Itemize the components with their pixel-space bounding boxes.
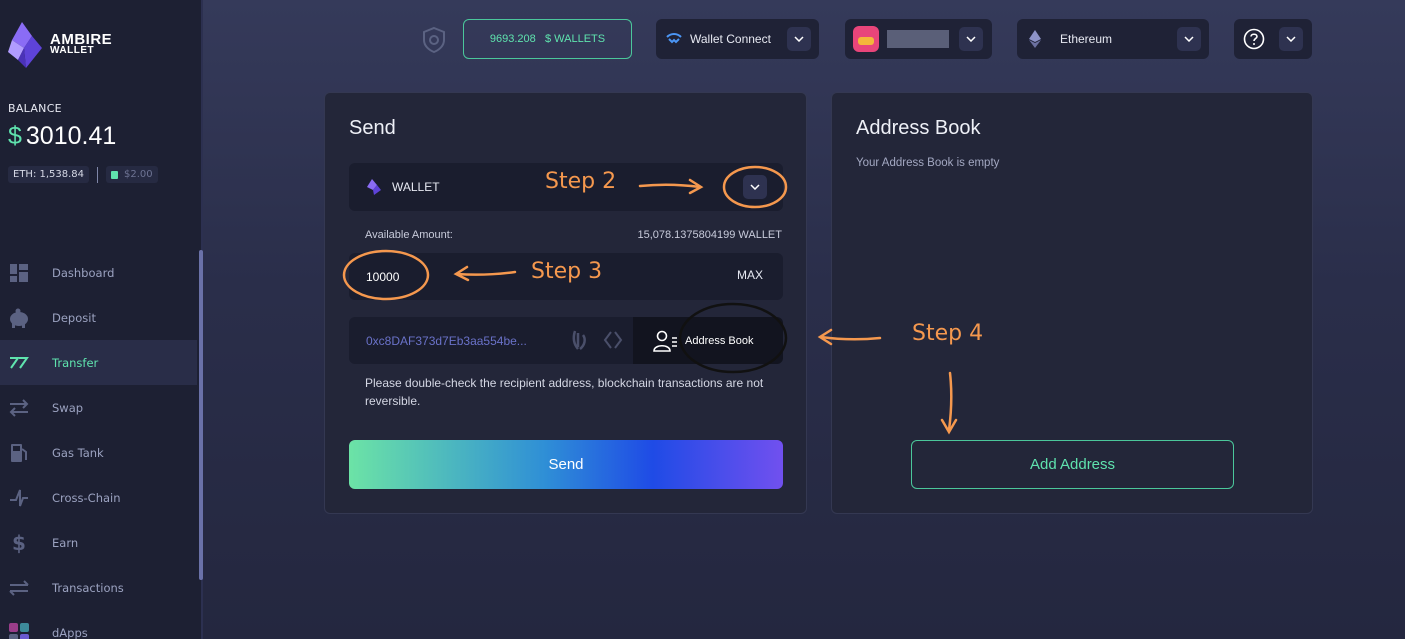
sidebar-item-label: Transfer (52, 355, 99, 370)
gas-tank-icon (111, 170, 119, 179)
send-title: Send (349, 117, 396, 139)
account-selector[interactable] (845, 19, 992, 59)
ambire-logo[interactable]: AMBIRE WALLET (8, 20, 112, 70)
wallet-connect-icon (666, 33, 682, 44)
available-amount-label: Available Amount: (365, 229, 453, 241)
step4-label: Step 4 (912, 321, 984, 346)
ens-icon[interactable] (569, 329, 589, 351)
chevron-down-icon[interactable] (1279, 27, 1303, 51)
dashboard-icon (8, 262, 30, 284)
sidebar-item-dashboard[interactable]: Dashboard (0, 250, 197, 295)
transfer-icon (8, 352, 30, 374)
logo-title: AMBIRE (50, 31, 113, 48)
help-icon (1243, 28, 1265, 50)
chip-divider (97, 166, 99, 183)
eth-balance-chip[interactable]: ETH: 1,538.84 (8, 166, 90, 183)
network-selector[interactable]: Ethereum (1017, 19, 1209, 59)
wallet-connect-dropdown[interactable]: Wallet Connect (656, 19, 819, 59)
sidebar-item-label: Deposit (52, 310, 96, 325)
account-address-redacted (887, 30, 949, 48)
balance-currency: $ (8, 122, 22, 150)
gas-tank-amount: $2.00 (124, 169, 153, 180)
sidebar-item-label: Transactions (52, 580, 124, 595)
step2-label: Step 2 (545, 169, 617, 194)
send-panel: Send WALLET Available Amount: 15,078.137… (324, 92, 807, 514)
max-button[interactable]: MAX (736, 268, 763, 282)
balance-label: BALANCE (8, 102, 62, 115)
token-select[interactable]: WALLET (349, 163, 783, 211)
dollar-icon: $ (12, 530, 26, 555)
chevron-down-icon[interactable] (787, 27, 811, 51)
account-avatar (853, 26, 879, 52)
address-book-button[interactable]: Address Book (633, 317, 783, 364)
chevron-down-icon[interactable] (1177, 27, 1201, 51)
dapps-icon (8, 622, 30, 639)
token-label: WALLET (392, 180, 440, 194)
swap-icon (8, 397, 30, 419)
recipient-address-value: 0xc8DAF373d7Eb3aa554be... (366, 333, 527, 348)
sidebar: AMBIRE WALLET BALANCE $3010.41 ETH: 1,53… (0, 0, 203, 639)
address-book-panel: Address Book Your Address Book is empty … (831, 92, 1313, 514)
logo-subtitle: WALLET (50, 45, 95, 56)
wallet-connect-label: Wallet Connect (690, 32, 771, 46)
sidebar-item-transactions[interactable]: Transactions (0, 565, 197, 610)
gas-tank-chip[interactable]: $2.00 (106, 166, 158, 183)
sidebar-item-gas-tank[interactable]: Gas Tank (0, 430, 197, 475)
network-label: Ethereum (1060, 32, 1113, 46)
balance-value: $3010.41 (8, 122, 116, 151)
recipient-address-input[interactable]: 0xc8DAF373d7Eb3aa554be... (349, 317, 635, 364)
sidebar-item-label: Gas Tank (52, 445, 104, 460)
sidebar-item-label: Dashboard (52, 265, 115, 280)
piggy-bank-icon (8, 307, 30, 329)
sidebar-item-label: dApps (52, 625, 88, 639)
sidebar-item-dapps[interactable]: dApps (0, 610, 197, 639)
sidebar-item-cross-chain[interactable]: Cross-Chain (0, 475, 197, 520)
address-book-empty-text: Your Address Book is empty (856, 157, 1000, 169)
wallet-token-icon (367, 179, 381, 195)
ambire-logo-icon (8, 22, 42, 68)
sidebar-item-transfer[interactable]: Transfer (0, 340, 197, 385)
balance-chips: ETH: 1,538.84 $2.00 (8, 166, 158, 183)
recipient-warning: Please double-check the recipient addres… (365, 376, 764, 408)
sidebar-item-earn[interactable]: $ Earn (0, 520, 197, 565)
gas-pump-icon (8, 442, 30, 464)
cross-chain-icon (8, 487, 30, 509)
sidebar-item-swap[interactable]: Swap (0, 385, 197, 430)
available-amount-value: 15,078.1375804199 WALLET (637, 229, 782, 241)
privacy-shield-icon[interactable] (421, 26, 447, 54)
wallets-token-button[interactable]: 9693.208 $ WALLETS (463, 19, 632, 59)
address-book-title: Address Book (856, 117, 981, 139)
sidebar-item-label: Swap (52, 400, 84, 415)
sidebar-item-label: Earn (52, 535, 79, 550)
ethereum-icon (1029, 30, 1041, 48)
sidebar-item-label: Cross-Chain (52, 490, 121, 505)
transactions-icon (8, 577, 30, 599)
wallets-amount: 9693.208 (489, 33, 536, 45)
add-address-button[interactable]: Add Address (911, 440, 1234, 489)
help-dropdown[interactable] (1234, 19, 1312, 59)
address-book-icon (653, 330, 677, 352)
address-book-label: Address Book (685, 334, 754, 347)
sidebar-scrollbar[interactable] (199, 250, 203, 580)
wallets-unit: $ WALLETS (544, 33, 606, 45)
send-button[interactable]: Send (349, 440, 783, 489)
code-brackets-icon[interactable] (603, 331, 623, 349)
sidebar-item-deposit[interactable]: Deposit (0, 295, 197, 340)
chevron-down-icon[interactable] (743, 175, 767, 199)
chevron-down-icon[interactable] (959, 27, 983, 51)
amount-value: 10000 (366, 269, 400, 284)
sidebar-nav: Dashboard Deposit Transfer Swap Gas Tank (0, 250, 197, 639)
balance-amount: 3010.41 (25, 122, 117, 150)
step3-label: Step 3 (531, 259, 603, 284)
